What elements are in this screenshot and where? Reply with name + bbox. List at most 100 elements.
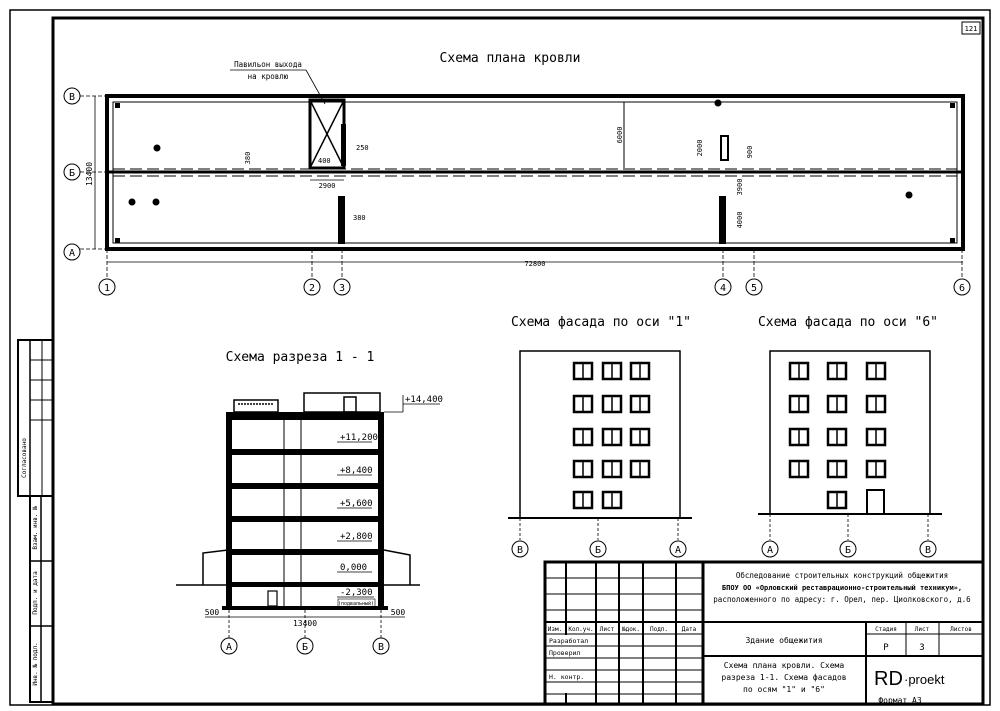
section-wall-right: [378, 412, 384, 610]
role-checked: Проверил: [549, 649, 580, 657]
axis-bubble-col: [745, 278, 763, 296]
foundation: [222, 606, 388, 610]
facade1: В Б А: [508, 350, 692, 558]
dim-13400: 13400: [293, 619, 317, 628]
axis-label-row: Б: [69, 168, 75, 179]
axis-label-col: 5: [751, 283, 757, 294]
side-label-sign-date: Подп. и дата: [32, 571, 39, 615]
pavilion-wall: [341, 124, 346, 166]
slab: [226, 549, 384, 555]
section-title: Схема разреза 1 - 1: [226, 350, 375, 365]
dim-500-left: 500: [205, 608, 220, 617]
slab: [226, 449, 384, 455]
corner-post: [115, 238, 120, 243]
facade6-title: Схема фасада по оси "6": [758, 315, 938, 330]
axis-label: Б: [302, 642, 308, 653]
corner-post: [950, 103, 955, 108]
slab: [226, 516, 384, 522]
row-axes: В Б А: [63, 87, 107, 261]
axis-bubble: [669, 540, 687, 558]
axis-label-col: 6: [959, 283, 965, 294]
corner-post: [115, 103, 120, 108]
axis-label: В: [517, 545, 523, 556]
roof-drain: [128, 198, 136, 206]
pavilion-note-line2: на кровлю: [248, 72, 289, 81]
stamp-col-doc: №док.: [622, 626, 640, 633]
axis-label: Б: [595, 545, 601, 556]
dim-4000: 4000: [736, 212, 744, 229]
facade1-title: Схема фасада по оси "1": [511, 315, 691, 330]
axis-bubble: [372, 637, 390, 655]
side-label-agreed: Согласовано: [21, 438, 28, 478]
axis-label-col: 1: [104, 283, 110, 294]
axis-bubble: [761, 540, 779, 558]
dim-500-right: 500: [391, 608, 406, 617]
roof-drain: [714, 99, 722, 107]
axis-label: В: [378, 642, 384, 653]
project-line2: БПОУ ОО «Орловский реставрационно-строит…: [722, 584, 962, 592]
section-wall-left: [226, 412, 232, 610]
vent-shaft-left: [338, 196, 345, 244]
roof-plan-title: Схема плана кровли: [440, 51, 581, 66]
roof-drain: [152, 198, 160, 206]
axis-bubble-col: [303, 278, 321, 296]
role-area: [547, 635, 595, 693]
dim-380a: 380: [244, 152, 252, 165]
roof-drain: [153, 144, 161, 152]
facade1-outline: [519, 350, 681, 519]
axis-label-row: В: [69, 92, 75, 103]
stamp-col-kol: Кол.уч.: [568, 626, 593, 633]
axis-bubble: [511, 540, 529, 558]
stage-value: Р: [883, 643, 889, 653]
stamp-col-list: Лист: [600, 626, 615, 633]
sheet-number: 121: [965, 25, 978, 33]
axis-label-col: 4: [720, 283, 726, 294]
axis-bubble: [220, 637, 238, 655]
level-mark: +11,200: [340, 433, 378, 443]
roof-drain: [905, 191, 913, 199]
stamp-col-date: Дата: [682, 626, 697, 633]
building-name: Здание общежития: [745, 635, 822, 645]
note-leader: [305, 69, 326, 105]
axis-bubble-col: [98, 278, 116, 296]
dim-380b: 380: [353, 214, 366, 222]
axis-bubble-row: [63, 243, 81, 261]
axis-label-row: А: [69, 248, 75, 259]
axis-bubble: [296, 637, 314, 655]
sheet-format: Формат А3: [878, 696, 922, 705]
slab: [226, 582, 384, 587]
sheet-number-box: [961, 21, 981, 35]
axis-bubble: [839, 540, 857, 558]
side-label-inv-replace: Взам. инв. №: [32, 506, 39, 550]
sheet-value: 3: [919, 643, 924, 653]
vent-shaft-right: [719, 196, 726, 244]
company-logo: RD ·proekt: [874, 668, 945, 690]
axis-label: А: [675, 545, 681, 556]
logo-rd: RD: [874, 668, 903, 690]
roof-parapet-section: [233, 399, 279, 413]
axis-bubble-col: [714, 278, 732, 296]
dim-2900: 2900: [319, 182, 336, 190]
level-mark: +2,800: [340, 532, 373, 542]
title-block: Изм. Кол.уч. Лист №док. Подп. Дата Разра…: [543, 560, 985, 706]
drawing-name-line1: Схема плана кровли. Схема: [724, 661, 845, 670]
axis-bubble: [919, 540, 937, 558]
slab-roof: [226, 412, 384, 420]
axis-label: А: [226, 642, 232, 653]
column-axes: 1 2 3 4 5 6: [98, 249, 971, 296]
dim-900: 900: [746, 146, 754, 159]
axis-label-col: 2: [309, 283, 315, 294]
dim-6000: 6000: [616, 127, 624, 144]
axis-label: Б: [845, 545, 851, 556]
role-norm-control: Н. контр.: [549, 673, 584, 681]
pavilion-note-line1: Павильон выхода: [234, 60, 302, 69]
project-line1: Обследование строительных конструкций об…: [736, 571, 948, 580]
axis-label: В: [925, 545, 931, 556]
level-mark: 0,000: [340, 563, 367, 573]
level-mark: +5,600: [340, 499, 373, 509]
facade6-windows: [788, 361, 887, 510]
side-label-inv-orig: Инв. № подл.: [32, 642, 39, 685]
dim-length-text: 72800: [524, 260, 545, 268]
